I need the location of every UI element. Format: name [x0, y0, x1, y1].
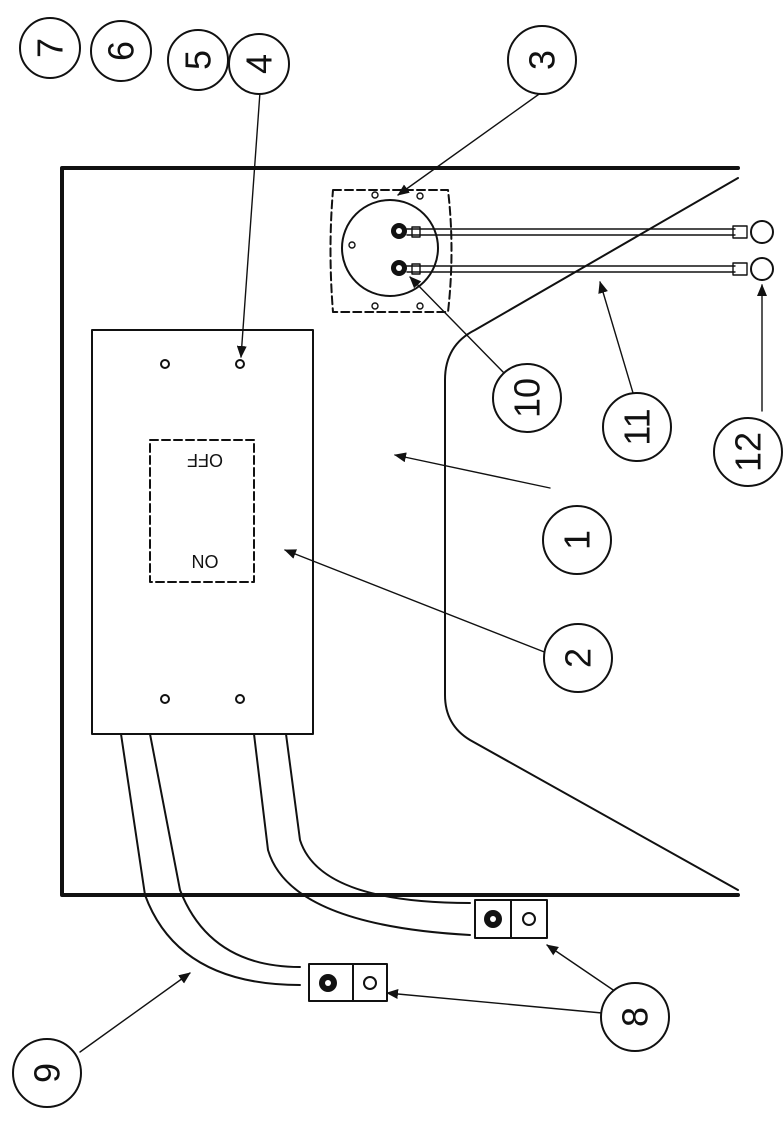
switch-off-label: OFF — [187, 450, 223, 470]
ring-crimp-top — [732, 225, 748, 239]
ring-terminal-bottom — [750, 257, 774, 281]
callout-7: 7 — [19, 17, 81, 79]
callout-6: 6 — [90, 20, 152, 82]
callout-3-label: 3 — [522, 50, 563, 70]
callout-5-label: 5 — [178, 50, 219, 70]
leader-lines — [79, 91, 767, 1053]
terminal-studs — [391, 223, 407, 276]
callout-1: 1 — [542, 505, 612, 575]
terminal-post-base — [341, 199, 439, 297]
leads — [406, 220, 774, 281]
cable-lug-upper — [474, 899, 548, 939]
callout-5: 5 — [167, 29, 229, 91]
callout-11-label: 11 — [617, 408, 658, 445]
callout-12: 12 — [713, 417, 783, 487]
callout-11: 11 — [602, 392, 672, 462]
callout-12-label: 12 — [728, 432, 769, 472]
battery-switch: OFF ON — [91, 329, 314, 735]
callout-10-label: 10 — [507, 378, 548, 418]
ring-terminal-top — [750, 220, 774, 244]
ring-crimp-bottom — [732, 262, 748, 276]
switch-on-label: ON — [192, 551, 219, 571]
callout-8-label: 8 — [615, 1007, 656, 1027]
cable-lug-lower — [308, 963, 388, 1002]
callout-3: 3 — [507, 25, 577, 95]
terminal-mount-plate — [329, 189, 453, 313]
callout-7-label: 7 — [30, 38, 71, 58]
cable-long — [120, 733, 301, 986]
callout-2-label: 2 — [558, 648, 599, 668]
callout-6-label: 6 — [101, 41, 142, 61]
callout-1-label: 1 — [557, 530, 598, 550]
cable-short — [253, 733, 471, 936]
callout-9: 9 — [12, 1038, 82, 1108]
callout-2: 2 — [543, 623, 613, 693]
callout-9-label: 9 — [27, 1063, 68, 1083]
callout-10: 10 — [492, 363, 562, 433]
mounting-panel — [60, 166, 740, 897]
callout-4-label: 4 — [239, 54, 280, 74]
callout-8: 8 — [600, 982, 670, 1052]
callout-4: 4 — [228, 33, 290, 95]
